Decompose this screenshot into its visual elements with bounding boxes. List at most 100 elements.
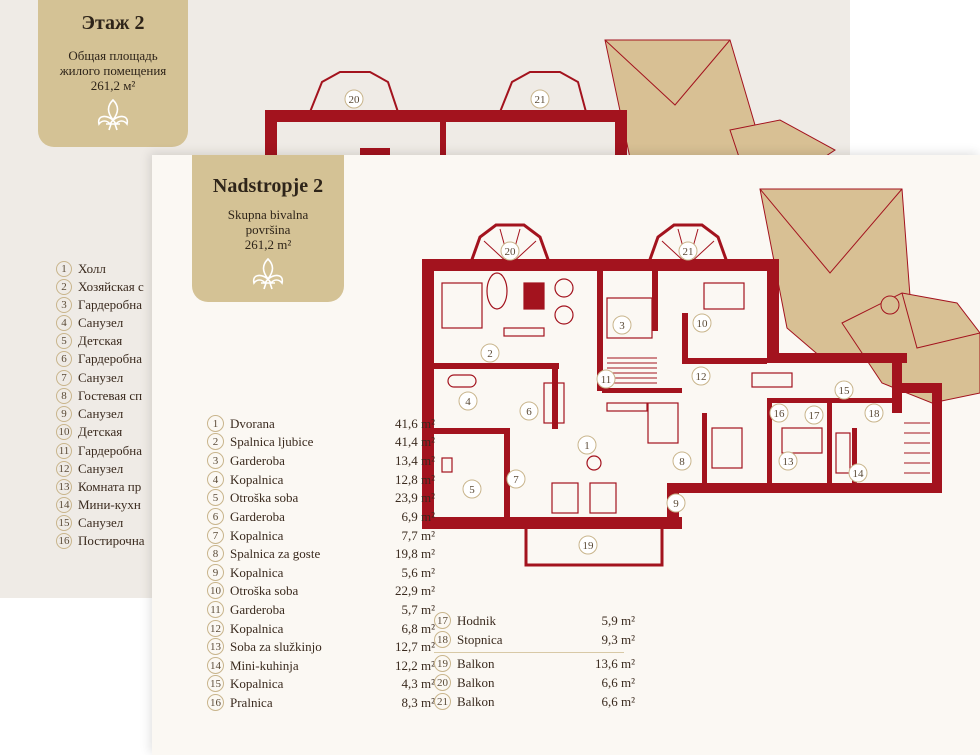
legend-area: 9,3 m² xyxy=(601,631,635,647)
plan-label-14: 14 xyxy=(848,463,868,483)
legend-area: 12,8 m² xyxy=(394,471,435,487)
legend-number: 13 xyxy=(56,479,72,495)
legend-number: 3 xyxy=(207,452,224,469)
legend-item: 14 Мини-кухн xyxy=(56,497,141,513)
svg-text:2: 2 xyxy=(487,348,493,360)
legend-number: 9 xyxy=(56,406,72,422)
wall-bottom-right xyxy=(667,483,942,493)
wall-bottom xyxy=(422,517,682,529)
legend-number: 8 xyxy=(56,388,72,404)
back-floor-plan: 20 21 xyxy=(265,39,836,160)
legend-label: Санузел xyxy=(78,461,124,476)
legend-area: 41,4 m² xyxy=(394,433,435,449)
plan-label-21: 21 xyxy=(678,241,698,261)
svg-text:3: 3 xyxy=(619,320,625,332)
legend-item: 8 Гостевая сп xyxy=(56,388,142,404)
legend-label: Мини-кухн xyxy=(78,497,141,512)
legend-number: 10 xyxy=(56,424,72,440)
plan-label-9: 9 xyxy=(666,493,686,513)
legend-item: 13 Soba za služkinjo 12,7 m² xyxy=(207,638,435,655)
wall-stair-right xyxy=(932,383,942,493)
back-floor-title: Этаж 2 xyxy=(81,12,145,34)
legend-label: Kopalnica xyxy=(230,564,284,580)
legend-area: 41,6 m² xyxy=(394,415,435,431)
legend-label: Kopalnica xyxy=(230,620,284,636)
back-subtitle-line: жилого помещения xyxy=(59,62,167,78)
legend-label: Pralnica xyxy=(230,694,273,710)
svg-text:15: 15 xyxy=(839,385,851,397)
plan-label-12: 12 xyxy=(691,366,711,386)
plan-label-16: 16 xyxy=(769,403,789,423)
side-stairs xyxy=(904,422,930,474)
legend-area: 13,6 m² xyxy=(594,655,635,671)
legend-label: Гостевая сп xyxy=(78,388,143,403)
legend-label: Санузел xyxy=(78,315,124,330)
legend-area: 12,7 m² xyxy=(394,638,435,654)
legend-number: 6 xyxy=(56,351,72,367)
plan-label-19: 19 xyxy=(578,535,598,555)
wall-wing-top xyxy=(767,353,907,363)
legend-number: 15 xyxy=(207,675,224,692)
legend-number: 2 xyxy=(56,279,72,295)
back-wall-right xyxy=(615,110,627,160)
fleur-de-lis-icon xyxy=(97,98,129,131)
svg-text:9: 9 xyxy=(673,498,679,510)
legend-number: 7 xyxy=(56,370,72,386)
front-subtitle-line: 261,2 m² xyxy=(244,236,292,252)
legend-label: Kopalnica xyxy=(230,675,284,691)
legend-number: 13 xyxy=(207,638,224,655)
legend-area: 13,4 m² xyxy=(394,452,435,468)
svg-text:21: 21 xyxy=(683,246,694,258)
legend-label: Otroška soba xyxy=(230,489,299,505)
legend-number: 12 xyxy=(207,620,224,637)
svg-text:17: 17 xyxy=(809,410,821,422)
master-bed xyxy=(441,282,483,329)
legend-number: 5 xyxy=(56,333,72,349)
back-subtitle-line: 261,2 м² xyxy=(90,77,136,93)
legend-divider xyxy=(434,652,624,653)
legend-number: 11 xyxy=(56,443,72,459)
legend-area: 6,6 m² xyxy=(601,674,635,690)
legend-number: 15 xyxy=(56,515,72,531)
back-plan-label-20: 20 xyxy=(349,94,361,106)
fleur-de-lis-icon xyxy=(252,257,284,290)
svg-text:13: 13 xyxy=(783,456,795,468)
front-subtitle-line: Skupna bivalna xyxy=(227,207,309,222)
legend-number: 10 xyxy=(207,582,224,599)
svg-text:19: 19 xyxy=(583,540,595,552)
svg-text:12: 12 xyxy=(696,371,707,383)
legend-label: Balkon xyxy=(457,655,495,671)
legend-label: Гардеробна xyxy=(78,351,143,366)
legend-label: Детская xyxy=(78,424,123,439)
legend-area: 12,2 m² xyxy=(394,657,435,673)
legend-label: Dvorana xyxy=(230,415,275,431)
legend-label: Spalnica za goste xyxy=(230,545,321,561)
legend-number: 14 xyxy=(56,497,72,513)
legend-label: Soba za služkinjo xyxy=(230,638,322,654)
svg-text:11: 11 xyxy=(601,374,612,386)
plan-label-3: 3 xyxy=(612,315,632,335)
legend-label: Детская xyxy=(78,333,123,348)
back-wall-top xyxy=(265,110,625,122)
legend-label: Garderoba xyxy=(230,601,285,617)
legend-area: 6,6 m² xyxy=(601,693,635,709)
legend-number: 21 xyxy=(434,693,451,710)
legend-number: 4 xyxy=(207,471,224,488)
svg-text:8: 8 xyxy=(679,456,685,468)
